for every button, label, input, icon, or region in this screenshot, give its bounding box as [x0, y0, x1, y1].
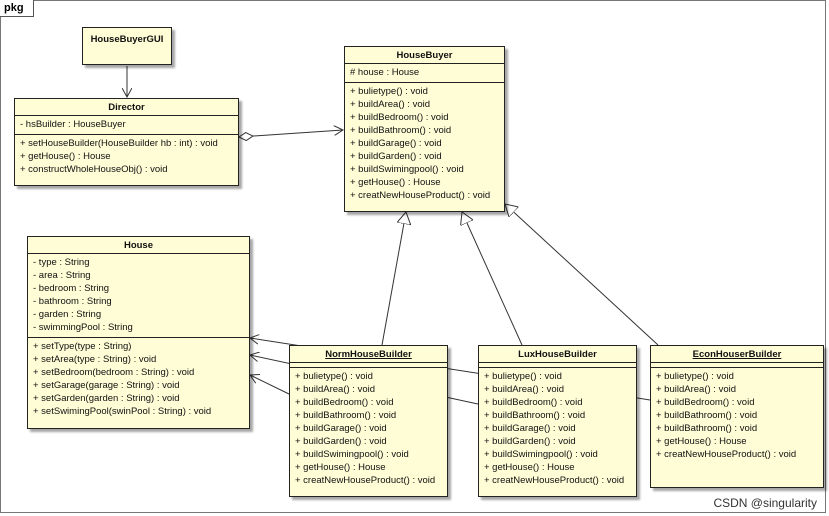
operation: + buildGarden() : void [350, 151, 442, 162]
operation: + buildBedroom() : void [295, 397, 394, 408]
attribute: - type : String [33, 257, 90, 268]
package-label: pkg [0, 0, 34, 17]
operation: + bulietype() : void [350, 86, 428, 97]
association-norm-house [250, 375, 290, 395]
operation: + buildGarden() : void [295, 436, 387, 447]
operation: + buildSwimingpool() : void [350, 164, 464, 175]
operation: + setHouseBuilder(HouseBuilder hb : int)… [20, 138, 218, 149]
watermark: CSDN @singularity [713, 496, 817, 510]
operations-section: + bulietype() : void + buildArea() : voi… [651, 367, 823, 464]
operation: + buildArea() : void [295, 384, 375, 395]
attributes-section [290, 362, 447, 367]
operation: + getHouse() : House [656, 436, 747, 447]
attributes-section [651, 362, 823, 367]
attribute: # house : House [350, 67, 420, 78]
operation: + buildBedroom() : void [350, 112, 449, 123]
operation: + buildGarage() : void [350, 138, 442, 149]
operations-section: + setHouseBuilder(HouseBuilder hb : int)… [15, 134, 238, 179]
operation: + constructWholeHouseObj() : void [20, 164, 168, 175]
attribute: - bathroom : String [33, 296, 112, 307]
operation: + buildArea() : void [484, 384, 564, 395]
attribute: - hsBuilder : HouseBuyer [20, 119, 126, 130]
operation: + setType(type : String) [33, 341, 132, 352]
operation: + buildSwimingpool() : void [295, 449, 409, 460]
operation: + setSwimingPool(swinPool : String) : vo… [33, 406, 212, 417]
generalization-lux-housebuyer [462, 212, 523, 346]
attribute: - bedroom : String [33, 283, 110, 294]
operation: + buildBedroom() : void [484, 397, 583, 408]
class-name: EconHouserBuilder [692, 349, 782, 360]
attributes-section: # house : House [345, 63, 504, 82]
class-name: NormHouseBuilder [325, 349, 412, 360]
class-luxhousebuilder[interactable]: LuxHouseBuilder + bulietype() : void + b… [478, 345, 637, 497]
operation: + creatNewHouseProduct() : void [484, 475, 625, 486]
operation: + buildBathroom() : void [656, 410, 758, 421]
generalization-norm-housebuyer [381, 212, 406, 346]
operation: + creatNewHouseProduct() : void [350, 190, 491, 201]
operation: + buildGarden() : void [484, 436, 576, 447]
aggregation-director-housebuyer [239, 130, 343, 137]
operation: + buildArea() : void [350, 99, 430, 110]
operation: + bulietype() : void [484, 371, 562, 382]
operation: + creatNewHouseProduct() : void [295, 475, 436, 486]
class-director[interactable]: Director - hsBuilder : HouseBuyer + setH… [14, 98, 239, 186]
class-econhouserbuilder[interactable]: EconHouserBuilder + bulietype() : void +… [650, 345, 824, 488]
attribute: - swimmingPool : String [33, 322, 133, 333]
operation: + buildSwimingpool() : void [484, 449, 598, 460]
class-name: House [123, 240, 154, 251]
operation: + getHouse() : House [20, 151, 111, 162]
attributes-section: - type : String - area : String - bedroo… [28, 253, 249, 337]
operation: + setArea(type : String) : void [33, 354, 157, 365]
class-name: HouseBuyer [396, 50, 453, 61]
operation: + buildBathroom() : void [656, 423, 758, 434]
attribute: - garden : String [33, 309, 102, 320]
class-name: Director [108, 102, 145, 113]
class-house[interactable]: House - type : String - area : String - … [27, 236, 250, 429]
operation: + buildArea() : void [656, 384, 736, 395]
attributes-section: - hsBuilder : HouseBuyer [15, 115, 238, 134]
class-normhousebuilder[interactable]: NormHouseBuilder + bulietype() : void + … [289, 345, 448, 497]
operation: + creatNewHouseProduct() : void [656, 449, 797, 460]
operation: + bulietype() : void [295, 371, 373, 382]
operation: + buildGarage() : void [295, 423, 387, 434]
operation: + buildBathroom() : void [350, 125, 452, 136]
operation: + setBedroom(bedroom : String) : void [33, 367, 195, 378]
attributes-section [479, 362, 636, 367]
operations-section: + bulietype() : void + buildArea() : voi… [345, 82, 504, 205]
operation: + buildBedroom() : void [656, 397, 755, 408]
class-housebuyergui[interactable]: HouseBuyerGUI [82, 27, 172, 65]
class-name: HouseBuyerGUI [90, 34, 164, 45]
operation: + bulietype() : void [656, 371, 734, 382]
operation: + getHouse() : House [350, 177, 441, 188]
operations-section: + setType(type : String) + setArea(type … [28, 337, 249, 421]
class-name: LuxHouseBuilder [518, 349, 597, 360]
operation: + getHouse() : House [295, 462, 386, 473]
operation: + setGarden(garden : String) : void [33, 393, 180, 404]
attribute: - area : String [33, 270, 91, 281]
operations-section: + bulietype() : void + buildArea() : voi… [290, 367, 447, 490]
generalization-econ-housebuyer [505, 204, 659, 346]
operation: + buildGarage() : void [484, 423, 576, 434]
operation: + buildBathroom() : void [484, 410, 586, 421]
operation: + getHouse() : House [484, 462, 575, 473]
operation: + buildBathroom() : void [295, 410, 397, 421]
operation: + setGarage(garage : String) : void [33, 380, 180, 391]
class-housebuyer[interactable]: HouseBuyer # house : House + bulietype()… [344, 46, 505, 212]
operations-section: + bulietype() : void + buildArea() : voi… [479, 367, 636, 490]
